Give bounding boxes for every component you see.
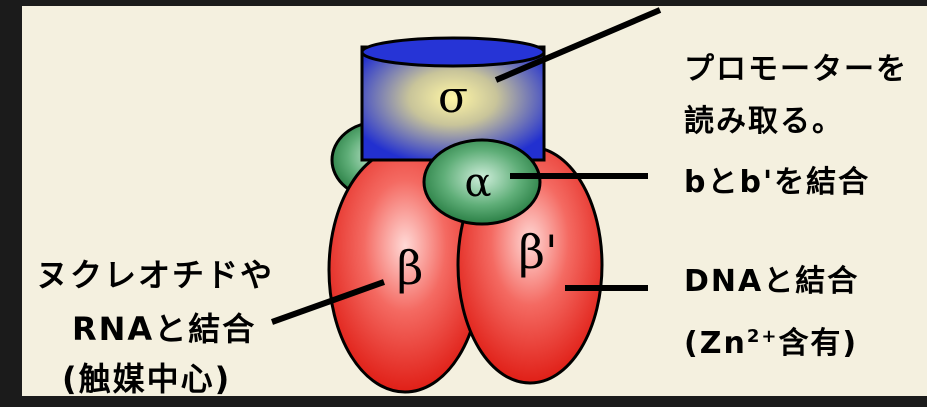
sigma-label-line2: 読み取る。 [684,96,844,140]
alpha-label: bとb'を結合 [684,157,870,201]
sigma-label-line1: プロモーターを [684,44,908,88]
zn-suffix: 含有) [778,326,858,361]
beta-prime-label-line2: (Zn2+含有) [684,318,858,362]
beta-label-line1: ヌクレオチドや [36,250,274,296]
beta-prime-symbol: β' [518,225,557,279]
sigma-symbol: σ [438,72,468,123]
zn-prefix: (Zn [684,326,747,361]
alpha-symbol: α [464,160,491,206]
beta-symbol: β [397,241,424,295]
beta-prime-label-line1: DNAと結合 [684,256,859,300]
beta-label-line3: (触媒中心) [62,354,231,400]
zn-charge: 2+ [747,326,779,347]
beta-label-line2: RNAと結合 [72,304,256,350]
sigma-subunit-top [362,38,544,66]
